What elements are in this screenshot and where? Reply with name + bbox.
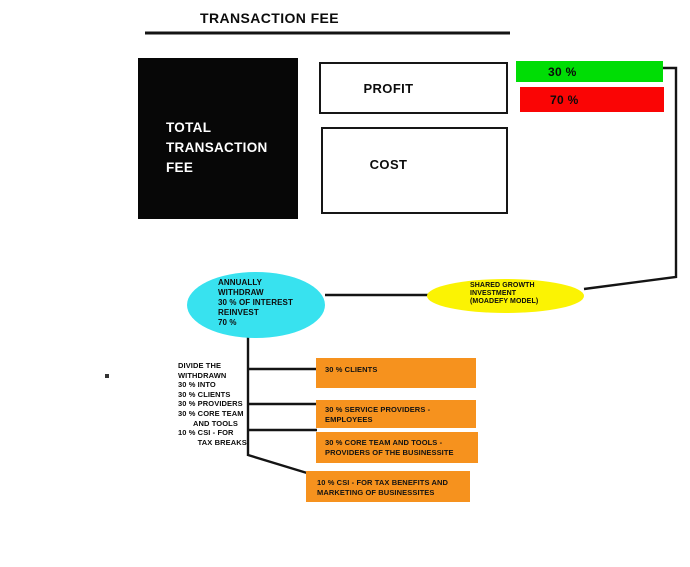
allocation-service-providers: 30 % SERVICE PROVIDERS - EMPLOYEES <box>316 400 476 428</box>
connector-branch-csi <box>247 453 308 475</box>
cost-share-bar: 70 % <box>520 87 664 112</box>
page-title: TRANSACTION FEE <box>200 10 339 26</box>
allocation-core-team-tools: 30 % CORE TEAM AND TOOLS - PROVIDERS OF … <box>316 432 478 463</box>
allocation-clients: 30 % CLIENTS <box>316 358 476 388</box>
profit-node: PROFIT <box>319 62 508 114</box>
annually-withdraw-node: ANNUALLY WITHDRAW 30 % OF INTEREST REINV… <box>187 272 325 338</box>
total-transaction-fee-node: TOTAL TRANSACTION FEE <box>138 58 298 219</box>
stray-dot-mark <box>105 374 109 378</box>
allocation-csi: 10 % CSI - FOR TAX BENEFITS AND MARKETIN… <box>306 471 470 502</box>
profit-share-bar: 30 % <box>516 61 663 82</box>
cost-node: COST <box>321 127 508 214</box>
shared-growth-investment-node: SHARED GROWTH INVESTMENT (MOADEFY MODEL) <box>427 279 584 313</box>
breakdown-note: DIVIDE THE WITHDRAWN 30 % INTO 30 % CLIE… <box>178 361 247 447</box>
